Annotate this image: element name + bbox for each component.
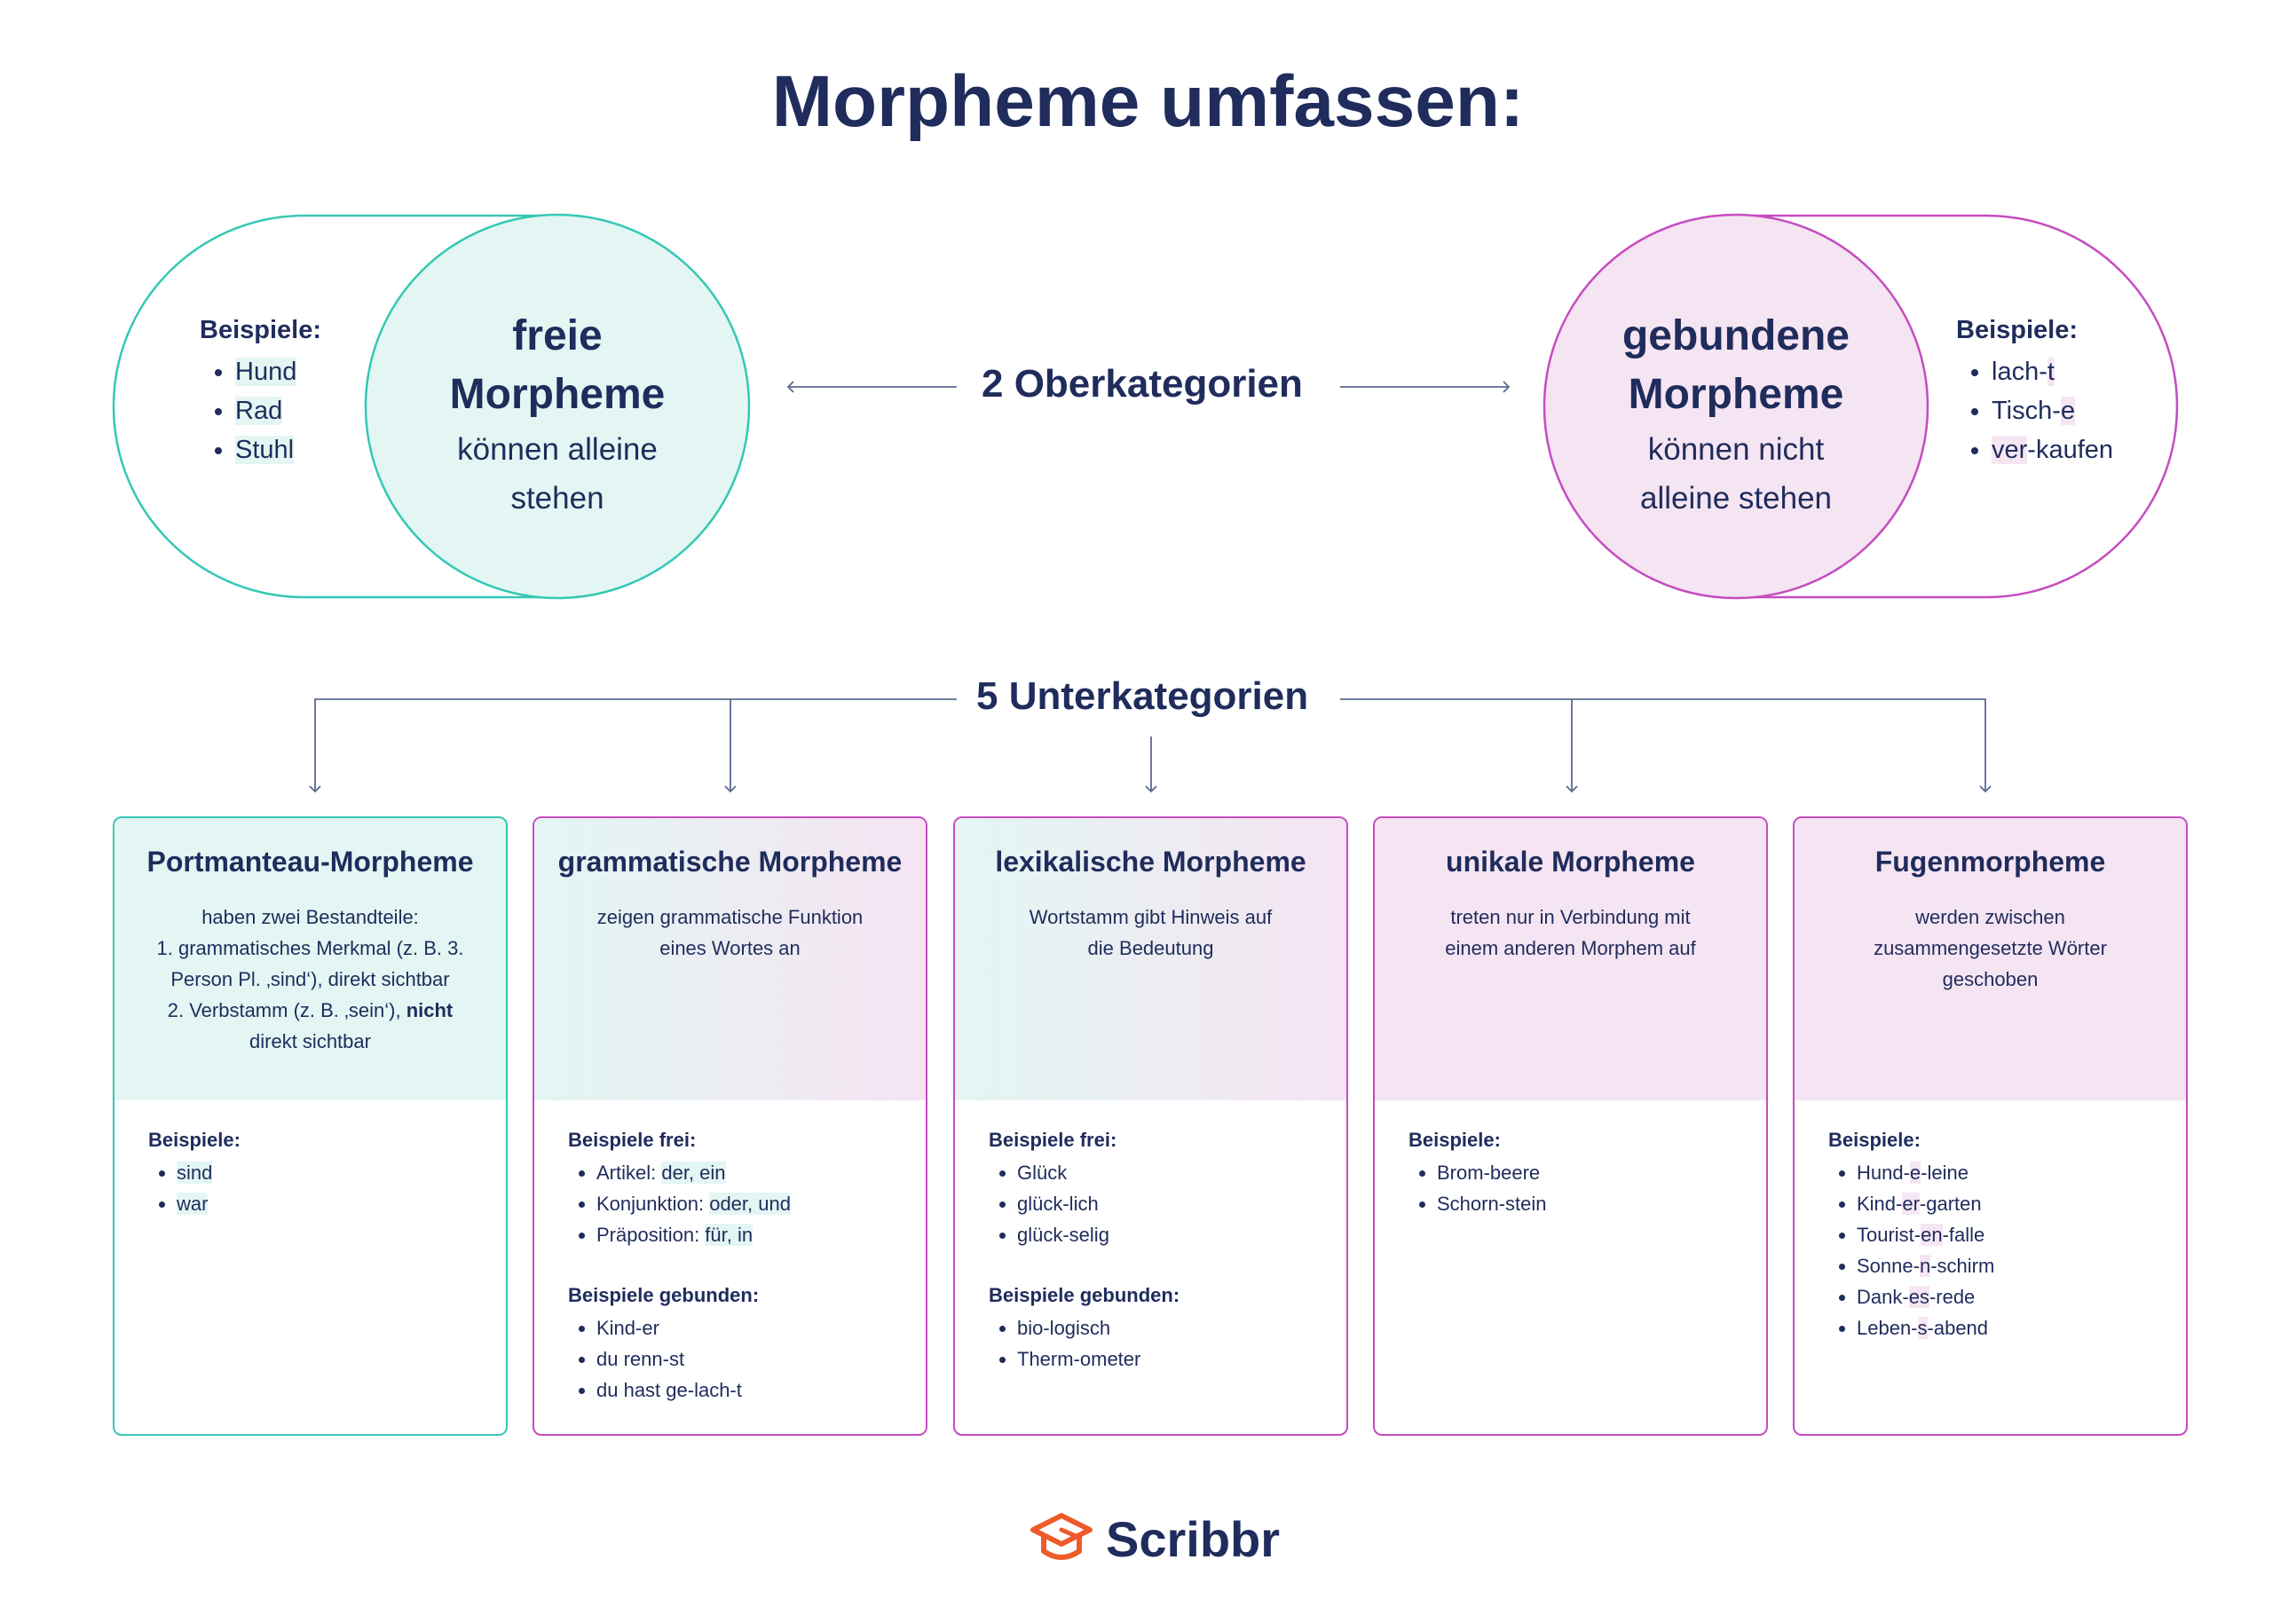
bound-desc-1: können nicht (1647, 432, 1825, 467)
card-unikale-morpheme: unikale Morpheme treten nur in Verbindun… (1373, 816, 1768, 1436)
bound-examples: Beispiele: lach-t Tisch-e ver-kaufen (1956, 316, 2113, 469)
logo-wordmark: Scribbr (1106, 1511, 1281, 1567)
list-item: ver-kaufen (1992, 430, 2113, 469)
free-morpheme-label: freie Morpheme können alleine stehen (371, 307, 744, 522)
scribbr-logo: Scribbr (1030, 1510, 1280, 1568)
list-item: war (177, 1188, 506, 1219)
free-heading-1: freie (512, 312, 603, 359)
card-description: zeigen grammatische Funktion eines Worte… (596, 906, 864, 959)
list-item: Artikel: der, ein (596, 1157, 926, 1188)
list-item: Brom-beere (1437, 1157, 1766, 1188)
free-desc-1: können alleine (457, 432, 658, 467)
bound-morpheme-blob (1543, 213, 2179, 600)
card-description: werden zwischen zusammengesetzte Wörter … (1874, 906, 2107, 990)
list-item: glück-lich (1017, 1188, 1346, 1219)
card-title: Fugenmorpheme (1874, 846, 2106, 878)
card-description: haben zwei Bestandteile: 1. grammatische… (156, 906, 464, 1052)
list-item: Rad (235, 391, 321, 430)
card-title: Portmanteau-Morpheme (146, 846, 474, 878)
free-desc-2: stehen (510, 481, 604, 516)
card-description: Wortstamm gibt Hinweis auf die Bedeutung (1029, 906, 1273, 959)
list-item: Dank-es-rede (1857, 1281, 2186, 1312)
examples-free-heading: Beispiele frei: (568, 1129, 697, 1151)
list-item: Therm-ometer (1017, 1343, 1346, 1375)
list-item: bio-logisch (1017, 1312, 1346, 1343)
card-description: treten nur in Verbindung mit einem ander… (1445, 906, 1696, 959)
card-portmanteau-morpheme: Portmanteau-Morpheme haben zwei Bestandt… (113, 816, 508, 1436)
examples-bound-heading: Beispiele gebunden: (568, 1284, 760, 1306)
list-item: lach-t (1992, 352, 2113, 391)
list-item: Stuhl (235, 430, 321, 469)
card-title: grammatische Morpheme (557, 846, 903, 878)
list-item: Leben-s-abend (1857, 1312, 2186, 1343)
list-item: Kind-er (596, 1312, 926, 1343)
card-title: lexikalische Morpheme (995, 846, 1306, 878)
list-item: Konjunktion: oder, und (596, 1188, 926, 1219)
free-heading-2: Morpheme (449, 371, 666, 418)
free-examples-heading: Beispiele: (200, 316, 321, 344)
graduation-cap-icon (1030, 1512, 1093, 1560)
card-title: unikale Morpheme (1446, 846, 1695, 878)
list-item: Tourist-en-falle (1857, 1219, 2186, 1250)
list-item: Präposition: für, in (596, 1219, 926, 1250)
page-title: Morpheme umfassen: (771, 61, 1525, 142)
list-item: Tisch-e (1992, 391, 2113, 430)
list-item: Hund-e-leine (1857, 1157, 2186, 1188)
bound-examples-heading: Beispiele: (1956, 316, 2078, 344)
examples-heading: Beispiele: (1408, 1129, 1501, 1151)
card-grammatische-morpheme: grammatische Morpheme zeigen grammatisch… (533, 816, 927, 1436)
bound-morpheme-label: gebundene Morpheme können nicht alleine … (1550, 307, 1922, 522)
list-item: sind (177, 1157, 506, 1188)
list-item: Glück (1017, 1157, 1346, 1188)
oberkategorien-label: 2 Oberkategorien (964, 362, 1321, 406)
branch-left (309, 698, 957, 793)
card-fugenmorpheme: Fugenmorpheme werden zwischen zusammenge… (1793, 816, 2188, 1436)
examples-heading: Beispiele: (148, 1129, 241, 1151)
list-item: Kind-er-garten (1857, 1188, 2186, 1219)
list-item: du hast ge-lach-t (596, 1375, 926, 1406)
list-item: Schorn-stein (1437, 1188, 1766, 1219)
examples-heading: Beispiele: (1828, 1129, 1921, 1151)
list-item: Sonne-n-schirm (1857, 1250, 2186, 1281)
bound-heading-2: Morpheme (1628, 371, 1844, 418)
list-item: glück-selig (1017, 1219, 1346, 1250)
list-item: Hund (235, 352, 321, 391)
free-morpheme-blob (112, 213, 751, 600)
bound-desc-2: alleine stehen (1640, 481, 1832, 516)
list-item: du renn-st (596, 1343, 926, 1375)
card-lexikalische-morpheme: lexikalische Morpheme Wortstamm gibt Hin… (953, 816, 1348, 1436)
examples-free-heading: Beispiele frei: (989, 1129, 1117, 1151)
free-examples: Beispiele: Hund Rad Stuhl (200, 316, 321, 469)
branch-right (1340, 698, 1992, 793)
examples-bound-heading: Beispiele gebunden: (989, 1284, 1180, 1306)
bound-heading-1: gebundene (1621, 312, 1850, 359)
unterkategorien-label: 5 Unterkategorien (959, 674, 1327, 719)
